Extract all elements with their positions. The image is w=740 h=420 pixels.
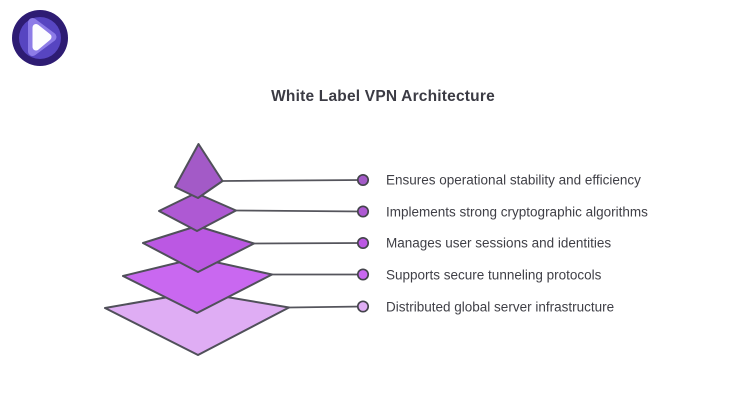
marker-dot-3 [356, 236, 370, 250]
connector-line-3 [253, 242, 364, 245]
brand-logo-icon [12, 10, 68, 66]
layer-label-5: Distributed global server infrastructure [386, 299, 615, 314]
logo-core-triangle [32, 24, 52, 51]
pyramid-layer-2 [158, 192, 237, 232]
pyramid-layer-4 [122, 257, 273, 314]
pyramid-layer-5 [104, 291, 290, 356]
marker-dot-2 [356, 205, 370, 218]
connector-line-1 [222, 179, 364, 182]
page-title: White Label VPN Architecture [271, 88, 495, 105]
layer-label-1: Ensures operational stability and effici… [386, 172, 641, 188]
connector-line-2 [235, 209, 364, 213]
layer-label-2: Implements strong cryptographic algorith… [386, 204, 648, 219]
marker-dot-4 [356, 268, 370, 281]
pyramid-layer-3 [142, 225, 255, 273]
connector-line-5 [288, 305, 364, 309]
layer-label-4: Supports secure tunneling protocols [386, 267, 602, 282]
marker-dot-5 [356, 300, 370, 313]
layer-label-3: Manages user sessions and identities [386, 235, 612, 251]
marker-dot-1 [356, 173, 370, 187]
pyramid-layer-1 [174, 143, 224, 199]
